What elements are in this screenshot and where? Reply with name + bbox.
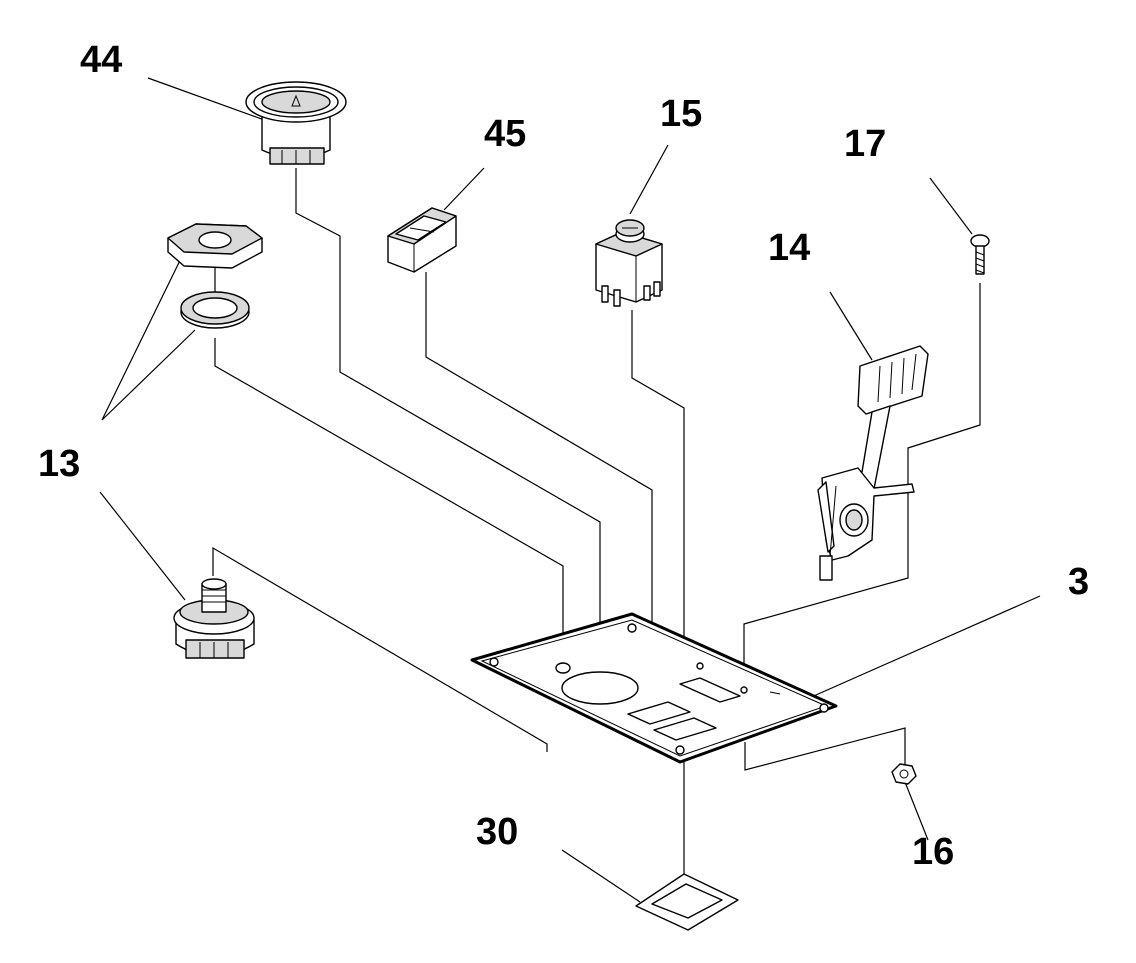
- ignition-switch-part: [173, 578, 255, 659]
- gasket-part: [635, 873, 739, 931]
- pto-switch-part: [595, 219, 663, 307]
- screw-part: [970, 234, 990, 275]
- callout-16: 16: [912, 831, 954, 873]
- hex-nut-part: [167, 223, 263, 269]
- callout-pointers: [99, 77, 1041, 903]
- indicator-light-part: [387, 207, 457, 273]
- callout-17: 17: [844, 123, 886, 165]
- washer-part: [180, 291, 250, 329]
- callout-30: 30: [476, 811, 518, 853]
- pedal-part: [817, 345, 929, 581]
- dash-meter-part: [245, 81, 347, 165]
- panel-plate-part: [470, 612, 838, 764]
- callout-labels: 44 45 15 17 14 13 3 16 30: [38, 39, 1089, 873]
- callout-44: 44: [80, 39, 122, 81]
- callout-3: 3: [1068, 561, 1089, 603]
- callout-45: 45: [484, 113, 526, 155]
- nut-part: [891, 763, 917, 785]
- callout-14: 14: [768, 227, 810, 269]
- assembly-lines: [212, 168, 981, 876]
- callout-13: 13: [38, 443, 80, 485]
- callout-15: 15: [660, 93, 702, 135]
